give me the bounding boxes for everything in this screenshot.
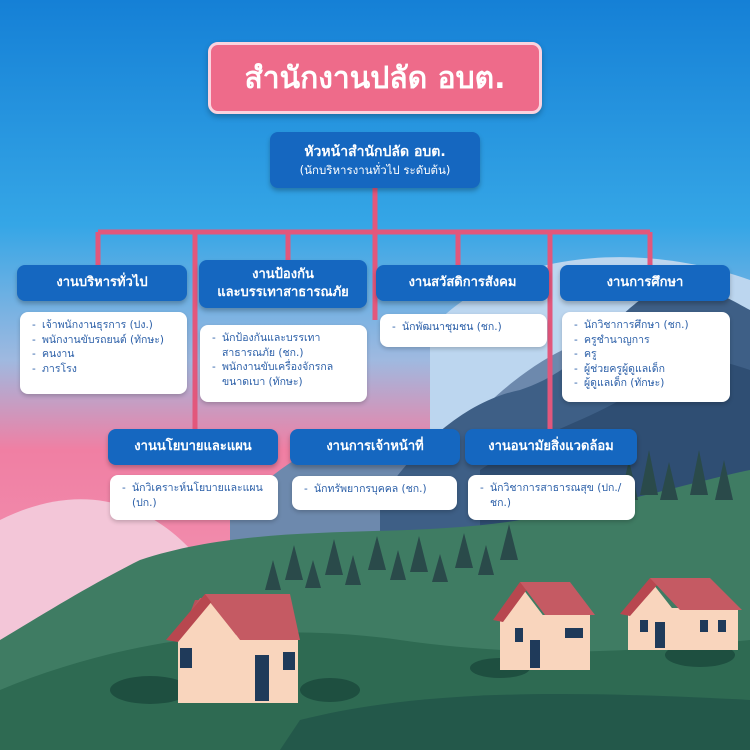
staff-item: พนักงานขับเครื่องจักรกลขนาดเบา (ทักษะ) (212, 360, 359, 389)
dept-policy-planning: งานนโยบายและแผน (108, 429, 278, 465)
dept-disaster-line2: และบรรเทาสาธารณภัย (217, 285, 349, 300)
staff-item: นักทรัพยากรบุคคล (ชก.) (304, 482, 449, 497)
staff-card-social-welfare: นักพัฒนาชุมชน (ชก.) (380, 314, 547, 347)
staff-item: นักวิเคราะห์นโยบายและแผน (ปก.) (122, 481, 270, 510)
dept-education: งานการศึกษา (560, 265, 730, 301)
staff-item: นักวิชาการศึกษา (ชก.) (574, 318, 722, 333)
staff-item: ผู้ช่วยครูผู้ดูแลเด็ก (574, 362, 722, 377)
org-title: สำนักงานปลัด อบต. (208, 42, 542, 114)
staff-card-environmental-health: นักวิชาการสาธารณสุข (ปก./ชก.) (468, 475, 635, 520)
dept-personnel: งานการเจ้าหน้าที่ (290, 429, 460, 465)
staff-item: นักป้องกันและบรรเทาสาธารณภัย (ชก.) (212, 331, 359, 360)
dept-disaster-line1: งานป้องกัน (252, 267, 314, 282)
dept-environmental-health: งานอนามัยสิ่งแวดล้อม (465, 429, 637, 465)
staff-item: ครูชำนาญการ (574, 333, 722, 348)
head-subtitle: (นักบริหารงานทั่วไป ระดับต้น) (299, 162, 451, 177)
staff-card-general-admin: เจ้าพนักงานธุรการ (ปง.) พนักงานขับรถยนต์… (20, 312, 187, 394)
staff-item: นักวิชาการสาธารณสุข (ปก./ชก.) (480, 481, 627, 510)
dept-disaster-prevention: งานป้องกัน และบรรเทาสาธารณภัย (199, 260, 367, 308)
head-of-office-box: หัวหน้าสำนักปลัด อบต. (นักบริหารงานทั่วไ… (270, 132, 480, 188)
head-title: หัวหน้าสำนักปลัด อบต. (304, 143, 446, 160)
staff-item: เจ้าพนักงานธุรการ (ปง.) (32, 318, 179, 333)
org-connectors (95, 188, 653, 430)
dept-social-welfare: งานสวัสดิการสังคม (376, 265, 549, 301)
staff-item: ครู (574, 347, 722, 362)
staff-card-policy-planning: นักวิเคราะห์นโยบายและแผน (ปก.) (110, 475, 278, 520)
staff-item: นักพัฒนาชุมชน (ชก.) (392, 320, 539, 335)
staff-item: ภารโรง (32, 362, 179, 377)
staff-item: ผู้ดูแลเด็ก (ทักษะ) (574, 376, 722, 391)
staff-card-education: นักวิชาการศึกษา (ชก.) ครูชำนาญการ ครู ผู… (562, 312, 730, 402)
staff-item: พนักงานขับรถยนต์ (ทักษะ) (32, 333, 179, 348)
staff-item: คนงาน (32, 347, 179, 362)
staff-card-personnel: นักทรัพยากรบุคคล (ชก.) (292, 476, 457, 510)
staff-card-disaster-prevention: นักป้องกันและบรรเทาสาธารณภัย (ชก.) พนักง… (200, 325, 367, 402)
dept-general-admin: งานบริหารทั่วไป (17, 265, 187, 301)
